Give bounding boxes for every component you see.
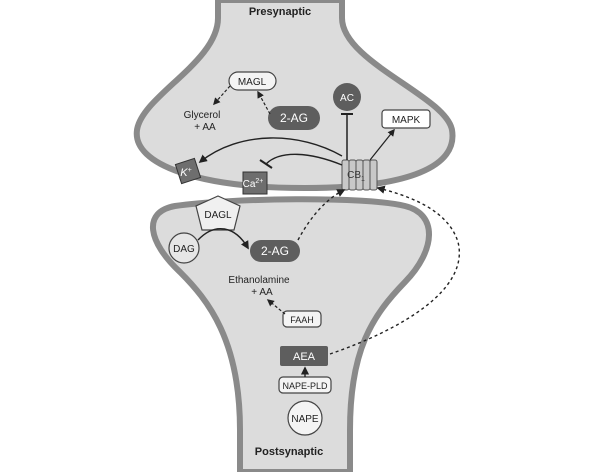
nape-pld-label: NAPE-PLD bbox=[282, 381, 328, 391]
two-ag-pre-label: 2-AG bbox=[280, 111, 308, 125]
nape-node: NAPE bbox=[287, 400, 323, 436]
svg-text:Ca2+: Ca2+ bbox=[243, 178, 264, 190]
arrow-cb1-to-k bbox=[198, 137, 343, 164]
svg-text:CB1: CB1 bbox=[347, 170, 365, 183]
magl-label: MAGL bbox=[238, 77, 267, 88]
cb1-receptor: CB1 bbox=[341, 159, 378, 191]
two-ag-post-node: 2-AG bbox=[250, 240, 300, 262]
faah-node: FAAH bbox=[282, 310, 322, 328]
arrow-cb1-to-mapk bbox=[369, 128, 395, 161]
presynaptic-label: Presynaptic bbox=[249, 6, 311, 18]
postsynaptic-label: Postsynaptic bbox=[255, 446, 323, 458]
ac-label: AC bbox=[340, 93, 354, 104]
ca-channel-label: Ca bbox=[243, 179, 256, 190]
arrow-2ag-to-cb1 bbox=[297, 189, 346, 241]
inhibit-cb1-ca-bar bbox=[259, 159, 273, 169]
nape-pld-node: NAPE-PLD bbox=[278, 376, 332, 394]
two-ag-pre-node: 2-AG bbox=[268, 106, 320, 130]
arrow-magl-to-glycerol bbox=[213, 85, 231, 106]
dag-node: DAG bbox=[168, 232, 200, 264]
dagl-label: DAGL bbox=[204, 210, 232, 221]
postsynaptic-terminal bbox=[149, 196, 432, 472]
aea-label: AEA bbox=[293, 351, 316, 363]
cb1-subscript: 1 bbox=[361, 176, 365, 183]
arrow-dag-to-2ag bbox=[197, 227, 249, 250]
ethanolamine-label: Ethanolamine bbox=[228, 275, 290, 286]
inhibit-cb1-ca bbox=[265, 153, 343, 166]
ac-node: AC bbox=[333, 83, 361, 111]
dag-label: DAG bbox=[173, 244, 195, 255]
ca-channel-superscript: 2+ bbox=[255, 178, 263, 185]
arrow-2ag-to-magl bbox=[257, 90, 271, 115]
dagl-node: DAGL bbox=[195, 195, 241, 231]
mapk-node: MAPK bbox=[381, 109, 431, 129]
aea-node: AEA bbox=[280, 346, 328, 366]
k-channel-superscript: + bbox=[188, 167, 192, 174]
k-channel: K+ bbox=[174, 157, 202, 185]
ca-channel: Ca2+ bbox=[242, 171, 268, 195]
nape-label: NAPE bbox=[291, 414, 319, 425]
arrow-faah-to-ethanolamine bbox=[266, 299, 286, 315]
arrow-aea-to-cb1 bbox=[329, 185, 461, 355]
presynaptic-terminal bbox=[133, 0, 456, 192]
ethanolamine-aa-label: + AA bbox=[251, 287, 273, 298]
svg-text:K+: K+ bbox=[180, 167, 191, 179]
faah-label: FAAH bbox=[290, 315, 314, 325]
magl-node: MAGL bbox=[228, 71, 277, 91]
glycerol-label: Glycerol bbox=[184, 110, 221, 121]
glycerol-aa-label: + AA bbox=[194, 122, 216, 133]
cb1-label: CB bbox=[347, 170, 361, 181]
mapk-label: MAPK bbox=[392, 115, 421, 126]
k-channel-label: K bbox=[180, 167, 188, 179]
two-ag-post-label: 2-AG bbox=[261, 244, 289, 258]
